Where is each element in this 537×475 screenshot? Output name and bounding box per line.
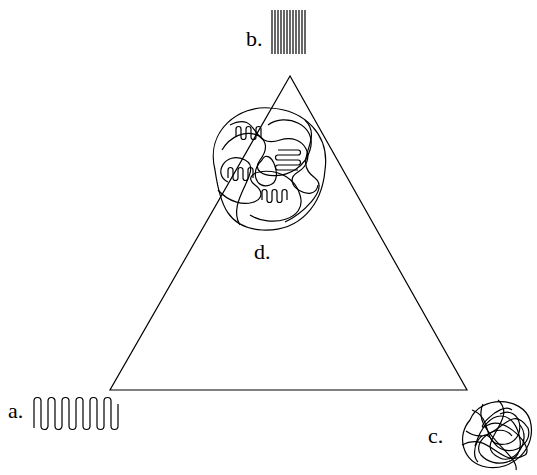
semicrystalline-mixture — [213, 108, 325, 230]
folded-chain — [34, 398, 118, 430]
chain-line — [286, 10, 287, 54]
extended-chains — [272, 10, 305, 54]
triangle — [110, 76, 467, 390]
chain-line — [274, 10, 275, 54]
chain-line — [298, 10, 299, 54]
chain-line — [289, 10, 290, 54]
chain-line — [292, 10, 293, 54]
part-label: c. — [428, 425, 443, 447]
chain-line — [295, 10, 296, 54]
chain-line — [301, 10, 302, 54]
part-label: b. — [246, 28, 263, 50]
chain-line — [304, 10, 305, 54]
chain-line — [271, 10, 272, 54]
chain-line — [280, 10, 281, 54]
chain-line — [277, 10, 278, 54]
part-label: a. — [8, 400, 23, 422]
random-coil — [462, 400, 531, 470]
part-label: d. — [254, 241, 271, 263]
chain-line — [283, 10, 284, 54]
